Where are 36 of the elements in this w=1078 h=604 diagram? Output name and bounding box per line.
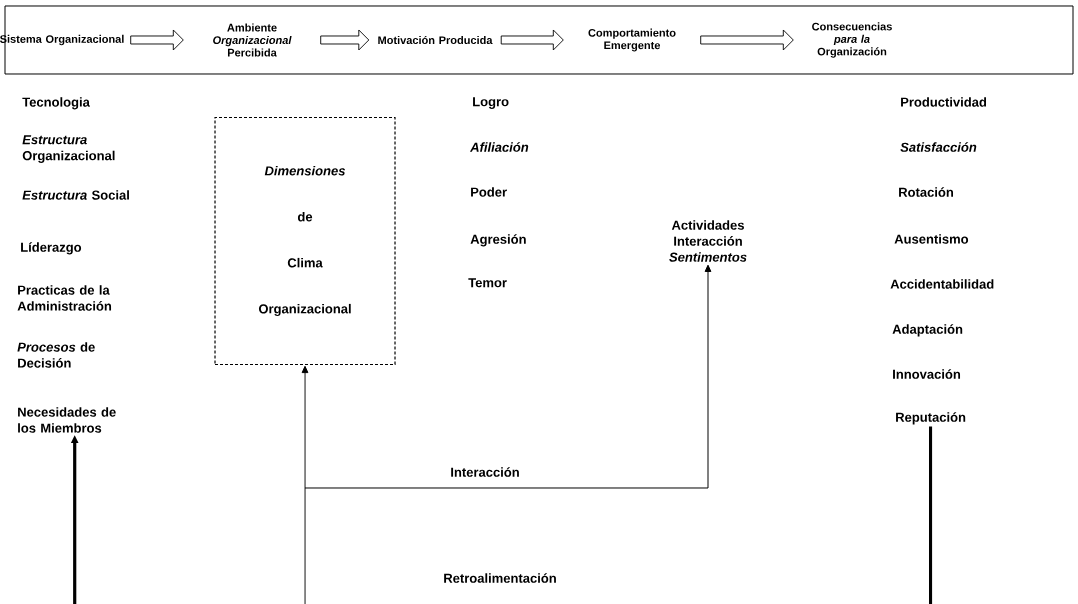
stage-heading: Sistema Organizacional (0, 34, 124, 46)
factor-label: Productividad (901, 97, 987, 107)
factor-label: Agresión (470, 234, 526, 247)
block-arrow (320, 29, 370, 51)
stage-heading: Ambiente Organizacional Percibida (213, 23, 292, 57)
factor-label: Temor (468, 278, 507, 288)
factor-label: Poder (471, 187, 507, 197)
factor-label: Estructura Organizacional (22, 135, 115, 163)
block-arrow (700, 29, 794, 51)
stage-heading: Motivación Producida (378, 35, 493, 45)
block-arrow (500, 29, 564, 51)
factor-label: Afiliación (469, 142, 529, 152)
edge-label: Interacción (451, 467, 519, 477)
factor-label: Satisfacción (900, 142, 977, 152)
stage-heading: Comportamiento Emergente (588, 28, 676, 52)
factor-label: Innovación (893, 369, 960, 379)
factor-label: Accidentabilidad (890, 279, 994, 289)
factor-label: Ausentismo (894, 234, 969, 244)
stage-heading: Consecuencias para la Organización (812, 22, 892, 58)
factor-label: Reputación (896, 412, 966, 425)
factor-label: Necesidades de los Miembros (18, 407, 116, 433)
factor-label: Procesos de Decisión (17, 342, 95, 368)
arrow (301, 365, 309, 604)
dashed-box: Dimensiones de Clima Organizacional (214, 116, 396, 366)
factor-label: Estructura Social (22, 190, 129, 200)
factor-label: Adaptación (892, 324, 963, 337)
line (929, 426, 933, 604)
factor-label: Retroalimentación (444, 573, 556, 583)
factor-label: Tecnologia (22, 97, 90, 110)
factor-label: Actividades Interacción Sentimentos (669, 220, 747, 262)
factor-label: Practicas de la Administración (17, 285, 112, 311)
factor-label: Logro (473, 97, 509, 109)
factor-label: Líderazgo (21, 242, 82, 255)
arrow (304, 264, 712, 489)
factor-label: Rotación (899, 187, 953, 197)
block-arrow (130, 29, 184, 51)
